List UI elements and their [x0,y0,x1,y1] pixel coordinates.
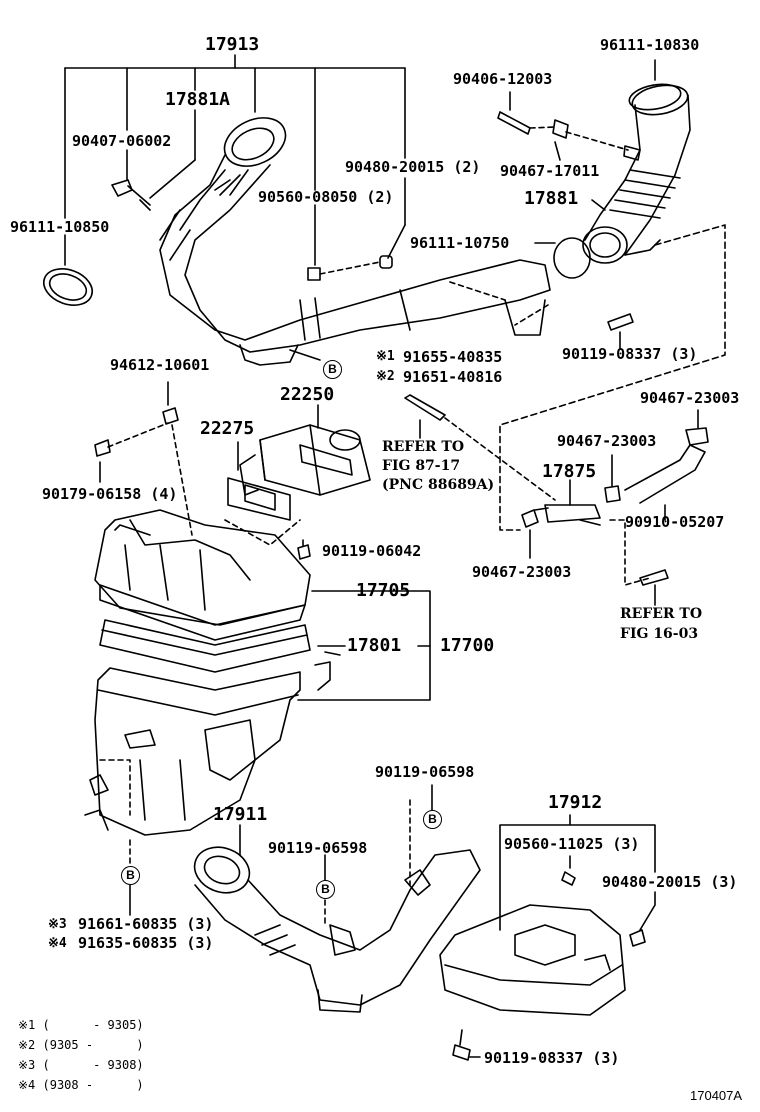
clip-90467-23003-mid [604,485,621,503]
clamp-96111-10830 [628,83,682,111]
label-90119-08337-upper: 90119-08337 (3) [562,345,698,363]
label-91655-40835: 91655-40835 [403,348,503,366]
marker-b-right: B [423,810,442,829]
refer-fig-16-03-line1: REFER TO [620,606,703,622]
cushion-90480 [379,255,393,269]
label-17881a: 17881A [165,89,231,110]
label-91651-40816: 91651-40816 [403,368,503,386]
intake-hose-17911 [193,846,481,1013]
label-22250: 22250 [280,384,335,405]
air-filter-element-17801 [99,619,341,691]
footnote-3: ※3 ( - 9308) [18,1058,144,1072]
resonator-17912 [439,904,626,1016]
grommet-94612 [162,407,179,425]
refer-fig-87-17-line3: (PNC 88689A) [382,477,495,493]
clip-90467-23003-left [521,509,539,528]
label-90406-12003: 90406-12003 [453,70,553,88]
label-17913: 17913 [205,34,260,55]
label-17700: 17700 [440,635,495,656]
label-17801: 17801 [347,635,402,656]
refer-fig-87-17-line2: FIG 87-17 [382,458,461,474]
label-17705: 17705 [356,580,411,601]
label-91661-60835: 91661-60835 (3) [78,915,214,933]
bolt-90119-06042 [297,539,311,560]
label-91635-60835: 91635-60835 (3) [78,934,214,952]
label-17912: 17912 [548,792,603,813]
label-96111-10850: 96111-10850 [10,218,110,236]
air-flow-meter-22250 [239,404,371,496]
footnote-1: ※1 ( - 9305) [18,1018,144,1032]
hose-17881 [582,84,691,264]
hose-90910-05207 [624,427,709,504]
clip-90179 [94,439,111,457]
air-cleaner-cap-17705 [94,509,311,641]
union-17875 [534,479,601,526]
gasket-22275 [227,477,291,521]
label-90467-17011: 90467-17011 [500,162,600,180]
clip-90467-17011 [552,119,569,139]
bolt-90119-08337-upper [607,313,634,331]
sensor-90407 [111,179,151,211]
mark-4: ※4 [48,936,67,951]
label-94612-10601: 94612-10601 [110,356,210,374]
label-22275: 22275 [200,418,255,439]
footnote-4: ※4 (9308 - ) [18,1078,144,1092]
label-17911: 17911 [213,804,268,825]
label-90560-08050: 90560-08050 (2) [258,188,394,206]
marker-b-upper: B [323,360,342,379]
refer-fig-16-03-line2: FIG 16-03 [620,626,699,642]
label-90467-23003-left: 90467-23003 [472,563,572,581]
figure-id: 170407A [690,1088,743,1103]
bolt-90406 [497,111,531,135]
intake-duct-17881a [159,117,551,366]
refer-fig-87-17-line1: REFER TO [382,439,465,455]
label-90480-20015-top: 90480-20015 (2) [345,158,481,176]
mark-1: ※1 [376,349,395,364]
label-17875: 17875 [542,461,597,482]
marker-b-left: B [121,866,140,885]
label-90119-06598-right: 90119-06598 [375,763,475,781]
label-96111-10750: 96111-10750 [410,234,510,252]
label-96111-10830: 96111-10830 [600,36,700,54]
label-17881: 17881 [524,188,579,209]
label-90119-08337-bottom: 90119-08337 (3) [484,1049,620,1067]
label-90119-06598-center: 90119-06598 [268,839,368,857]
clamp-96111-10750 [553,237,591,279]
bracket-17913 [64,54,406,266]
grommet-90560 [307,267,321,281]
label-90467-23003-mid: 90467-23003 [557,432,657,450]
air-cleaner-case-17700 [84,667,301,836]
hose-clamp-96111-10850 [42,268,94,306]
label-90119-06042: 90119-06042 [322,542,422,560]
marker-b-center: B [316,880,335,899]
label-90467-23003-right: 90467-23003 [640,389,740,407]
mark-2: ※2 [376,369,395,384]
label-90910-05207: 90910-05207 [625,513,725,531]
label-90560-11025: 90560-11025 (3) [504,835,640,853]
label-90407-06002: 90407-06002 [72,132,172,150]
footnote-2: ※2 (9305 - ) [18,1038,144,1052]
label-90179-06158: 90179-06158 (4) [42,485,178,503]
label-90480-20015-bottom: 90480-20015 (3) [602,873,738,891]
mark-3: ※3 [48,917,67,932]
